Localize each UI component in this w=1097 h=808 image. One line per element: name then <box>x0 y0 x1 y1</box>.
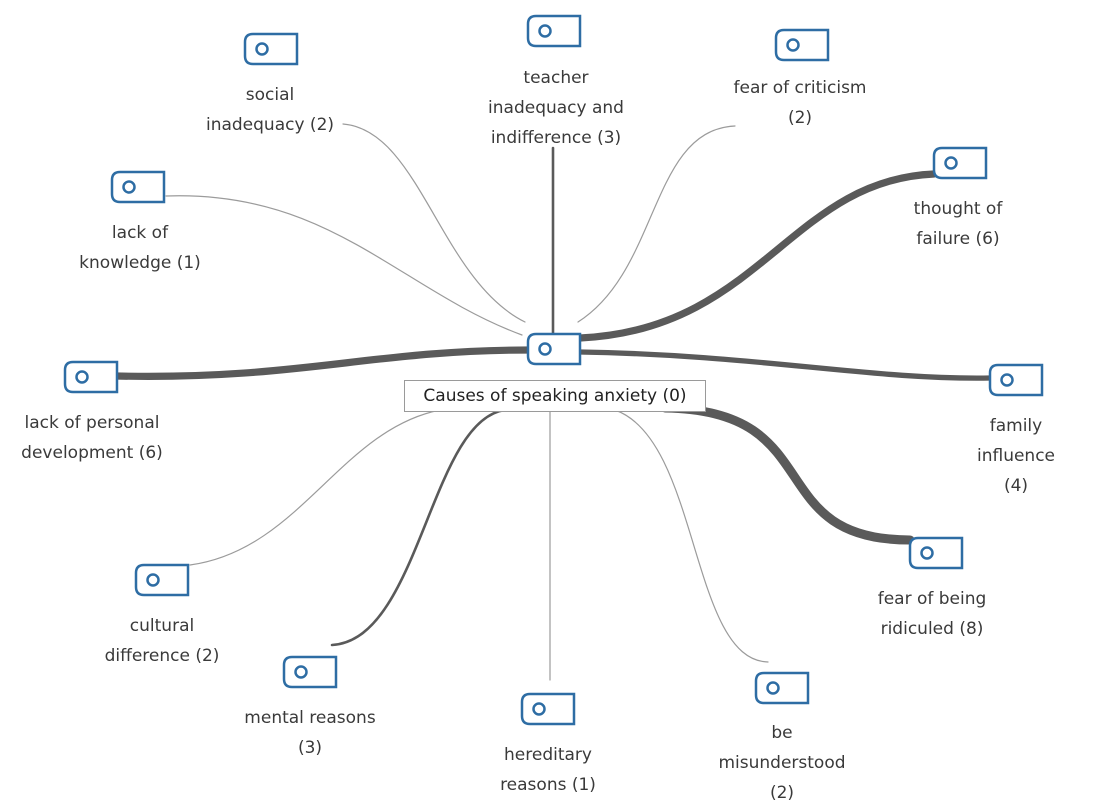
edge-cultural <box>189 409 441 566</box>
node-label-personal[interactable]: lack of personal development (6) <box>21 413 163 463</box>
node-label-ridiculed[interactable]: fear of being ridiculed (8) <box>877 589 987 639</box>
edge-failure <box>576 170 938 342</box>
node-label-teacher[interactable]: teacher inadequacy and indifference (3) <box>488 68 624 148</box>
node-label-knowledge[interactable]: lack of knowledge (1) <box>79 223 201 273</box>
edge-personal <box>112 346 534 380</box>
center-node-icon[interactable] <box>526 332 582 366</box>
node-icon-social[interactable] <box>243 32 299 66</box>
node-icon-ridiculed[interactable] <box>908 536 964 570</box>
node-icon-knowledge[interactable] <box>110 170 166 204</box>
node-icon-personal[interactable] <box>63 360 119 394</box>
edge-mental <box>330 408 507 647</box>
node-icon-failure[interactable] <box>932 146 988 180</box>
node-icon-family[interactable] <box>988 363 1044 397</box>
node-label-criticism[interactable]: fear of criticism (2) <box>733 78 867 128</box>
node-label-family[interactable]: family influence (4) <box>976 416 1056 496</box>
node-icon-criticism[interactable] <box>774 28 830 62</box>
edge-criticism <box>577 125 736 323</box>
center-topic-label[interactable]: Causes of speaking anxiety (0) <box>404 380 706 412</box>
node-icon-teacher[interactable] <box>526 14 582 48</box>
node-label-cultural[interactable]: cultural difference (2) <box>104 616 220 666</box>
edge-misunderstood <box>614 409 769 663</box>
edge-family <box>577 349 993 381</box>
node-label-misunderstood[interactable]: be misunderstood (2) <box>718 723 846 803</box>
edge-social <box>342 123 526 323</box>
edge-knowledge <box>165 195 523 336</box>
edge-ridiculed <box>660 403 915 545</box>
node-icon-mental[interactable] <box>282 655 338 689</box>
node-label-mental[interactable]: mental reasons (3) <box>244 708 376 758</box>
node-label-hereditary[interactable]: hereditary reasons (1) <box>500 745 596 795</box>
node-label-failure[interactable]: thought of failure (6) <box>913 199 1003 249</box>
node-icon-misunderstood[interactable] <box>754 671 810 705</box>
node-icon-cultural[interactable] <box>134 563 190 597</box>
node-icon-hereditary[interactable] <box>520 692 576 726</box>
node-label-social[interactable]: social inadequacy (2) <box>205 85 335 135</box>
